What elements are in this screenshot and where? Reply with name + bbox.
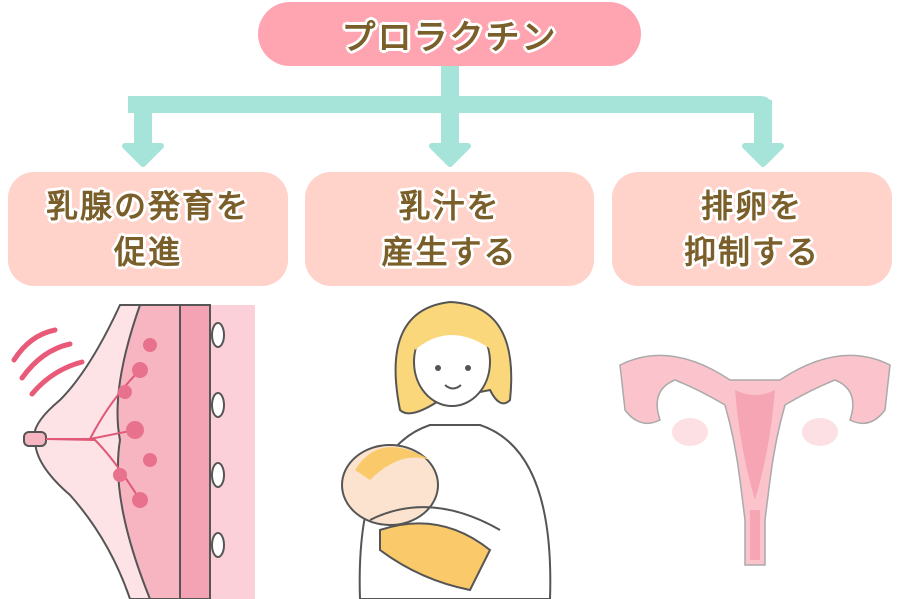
effect-line: 排卵を (700, 187, 803, 225)
uterus-illustration (619, 354, 891, 566)
effect-line: 乳汁を (398, 187, 501, 225)
effect-line: 産生する (381, 233, 518, 271)
effect-box-milk-production: 乳汁を 産生する (305, 172, 594, 286)
breast-cross-section-illustration (11, 304, 255, 599)
mother-breastfeeding-illustration (341, 300, 552, 599)
effect-line: 乳腺の発育を (45, 187, 250, 225)
effect-box-ovulation-suppression: 排卵を 抑制する (612, 172, 892, 286)
prolactin-title: プロラクチン (258, 2, 641, 66)
effect-line: 抑制する (683, 233, 820, 271)
effect-line: 促進 (113, 233, 182, 271)
effect-box-mammary-growth: 乳腺の発育を 促進 (8, 172, 288, 286)
